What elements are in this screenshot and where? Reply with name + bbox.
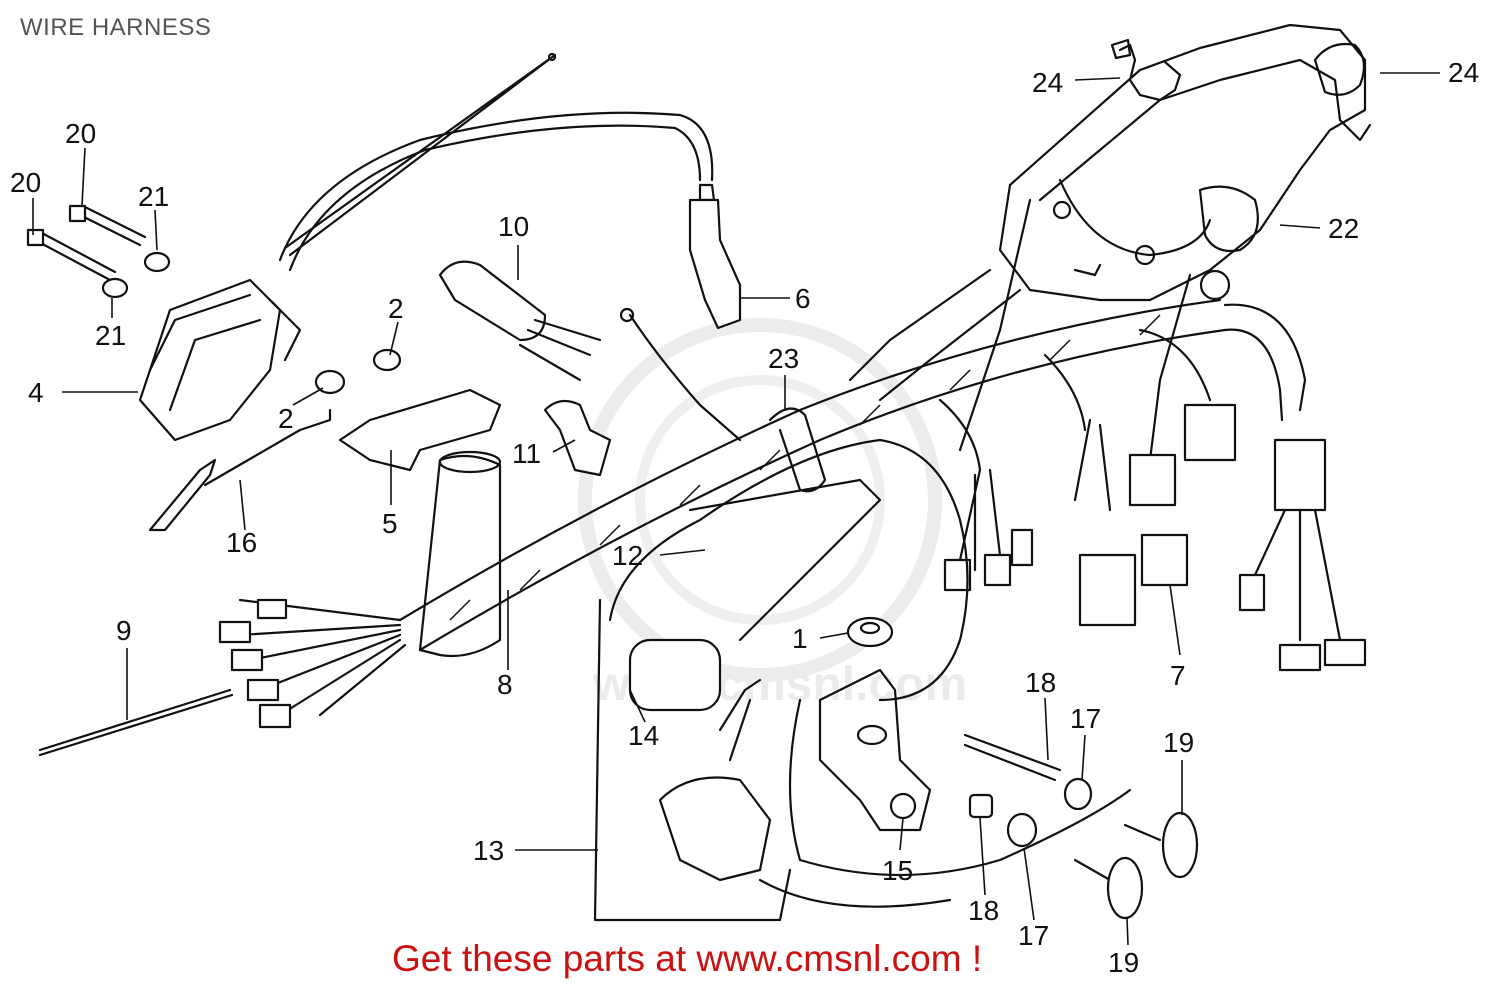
callout-11: 11 xyxy=(512,438,541,469)
main-harness-part xyxy=(398,298,1307,652)
callout-14: 14 xyxy=(628,720,659,751)
callout-16: 16 xyxy=(226,527,257,558)
mount-bolt-part xyxy=(963,733,1199,920)
leader-lines xyxy=(32,72,1440,946)
bolt-part xyxy=(26,204,171,299)
callout-4: 4 xyxy=(28,377,44,408)
callout-18-lower: 18 xyxy=(968,895,999,926)
callout-24-left: 24 xyxy=(1032,67,1063,98)
bracket-part xyxy=(818,668,932,832)
callout-2-lower: 2 xyxy=(278,403,294,434)
callout-9: 9 xyxy=(116,615,132,646)
callout-18-upper: 18 xyxy=(1025,667,1056,698)
frame-part xyxy=(848,23,1372,462)
grommet-part xyxy=(846,616,894,648)
ignition-switch-part xyxy=(593,598,792,922)
callout-20-upper: 20 xyxy=(65,118,96,149)
callout-10: 10 xyxy=(498,211,529,242)
callout-22: 22 xyxy=(1328,213,1359,244)
callout-20-left: 20 xyxy=(10,167,41,198)
diagram-title: WIRE HARNESS xyxy=(20,14,212,41)
callout-19-lower: 19 xyxy=(1108,947,1139,978)
callout-24-right: 24 xyxy=(1448,57,1479,88)
connector-part xyxy=(943,403,1367,672)
callout-7: 7 xyxy=(1170,660,1186,691)
relay-part xyxy=(438,260,742,477)
callout-8: 8 xyxy=(497,669,513,700)
plate-part xyxy=(148,348,502,532)
callout-labels: 24 24 22 6 23 10 11 2 2 4 21 20 20 21 5 … xyxy=(10,57,1479,978)
callout-5: 5 xyxy=(382,508,398,539)
sub-harness-part xyxy=(38,450,502,757)
callout-23: 23 xyxy=(768,343,799,374)
clamp-part xyxy=(1110,38,1366,253)
callout-21-upper: 21 xyxy=(138,181,169,212)
cable-part xyxy=(278,52,742,330)
promo-link-text[interactable]: Get these parts at www.cmsnl.com ! xyxy=(392,938,983,979)
callout-12: 12 xyxy=(612,540,643,571)
callout-15: 15 xyxy=(882,855,913,886)
band-clamp-part xyxy=(768,407,827,493)
callout-13: 13 xyxy=(473,835,504,866)
callout-17-upper: 17 xyxy=(1070,703,1101,734)
callout-19-upper: 19 xyxy=(1163,727,1194,758)
battery-box-part xyxy=(608,438,1132,908)
callout-2-upper: 2 xyxy=(388,293,404,324)
callout-6: 6 xyxy=(795,283,811,314)
regulator-part xyxy=(138,278,302,442)
callout-1: 1 xyxy=(792,623,808,654)
callout-17-lower: 17 xyxy=(1018,920,1049,951)
callout-21-lower: 21 xyxy=(95,320,126,351)
